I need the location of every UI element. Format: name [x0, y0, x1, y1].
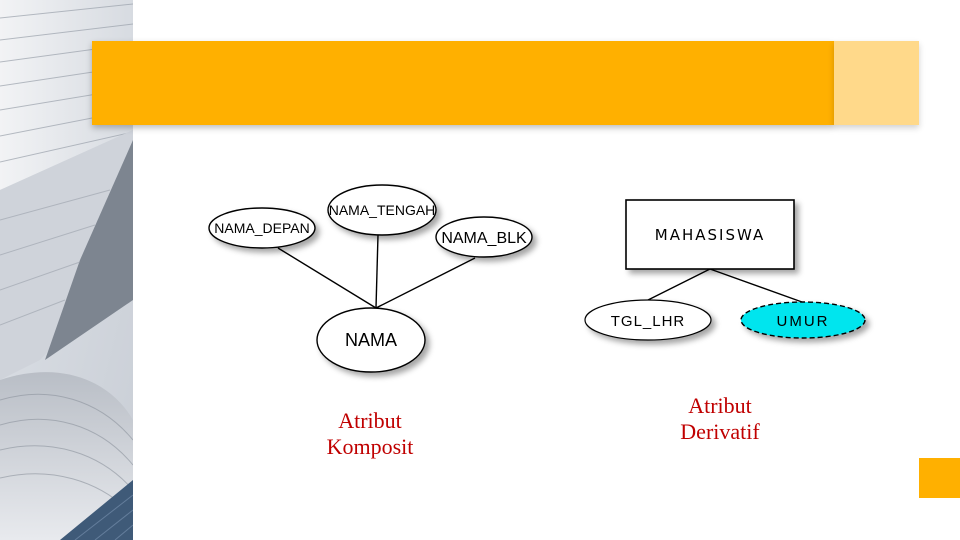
corner-accent-square: [919, 458, 960, 498]
attribute-nama-depan: NAMA_DEPAN: [208, 207, 316, 249]
attribute-label: TGL_LHR: [611, 313, 686, 330]
attribute-label: NAMA: [345, 330, 397, 350]
caption-line: Atribut: [688, 393, 752, 418]
caption-line: Atribut: [338, 408, 402, 433]
caption-atribut-komposit: Atribut Komposit: [300, 408, 440, 460]
title-bar: [92, 41, 834, 125]
attribute-label: UMUR: [777, 313, 830, 330]
caption-line: Derivatif: [680, 419, 760, 444]
caption-line: Komposit: [326, 434, 414, 459]
entity-mahasiswa: MAHASISWA: [625, 199, 795, 270]
connector-line: [709, 268, 803, 303]
attribute-nama-blk: NAMA_BLK: [435, 216, 533, 258]
attribute-nama: NAMA: [316, 307, 426, 373]
attribute-tgl-lhr: TGL_LHR: [584, 299, 712, 341]
caption-atribut-derivatif: Atribut Derivatif: [645, 393, 795, 445]
derived-attribute-diagram: MAHASISWA TGL_LHR UMUR: [584, 199, 866, 341]
connector-line: [647, 268, 711, 301]
connector-line: [375, 257, 476, 309]
connector-line: [375, 234, 379, 309]
attribute-label: NAMA_TENGAH: [329, 202, 436, 218]
attribute-label: NAMA_BLK: [441, 230, 527, 247]
title-bar-accent: [834, 41, 919, 125]
connector-line: [277, 247, 377, 309]
attribute-label: NAMA_DEPAN: [214, 220, 309, 236]
attribute-nama-tengah: NAMA_TENGAH: [327, 184, 437, 236]
entity-label: MAHASISWA: [655, 226, 765, 244]
derived-attribute-umur: UMUR: [740, 301, 866, 339]
composite-attribute-diagram: NAMA_DEPAN NAMA_TENGAH NAMA_BLK NAMA: [208, 184, 533, 373]
